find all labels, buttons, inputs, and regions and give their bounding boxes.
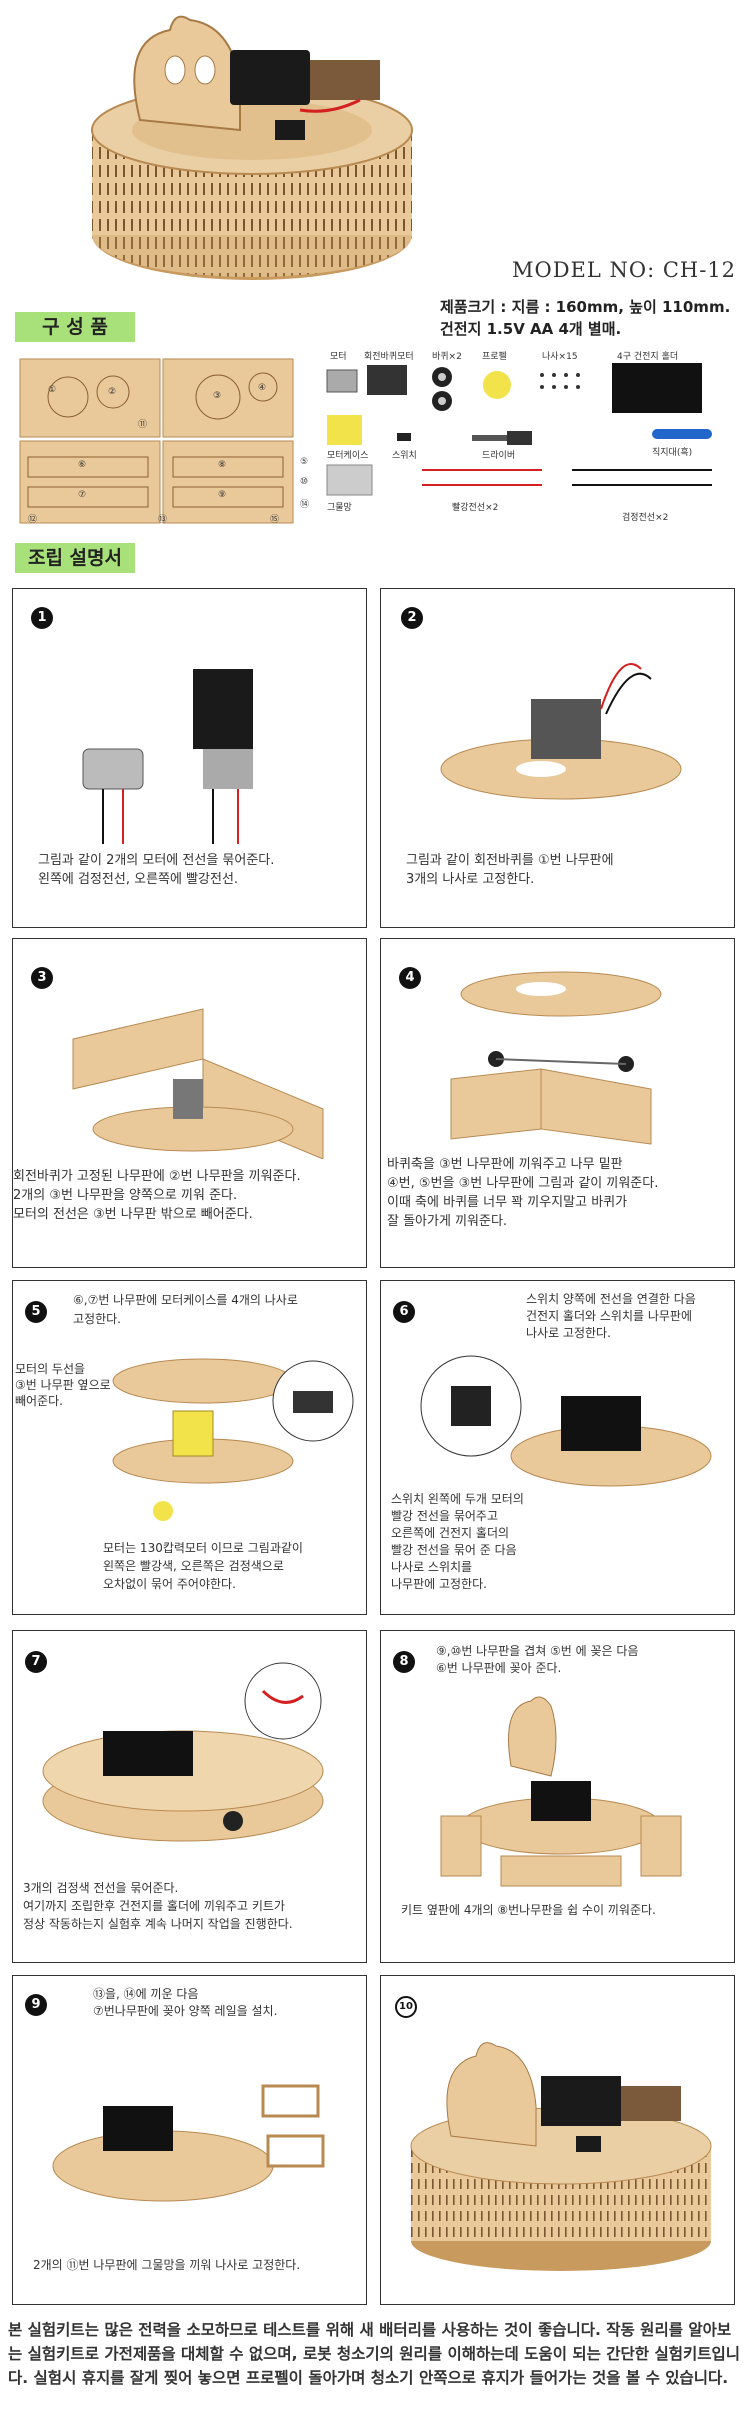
part-num: ⑩ <box>300 477 309 487</box>
step-9-top-text: ⑬을, ⑭에 끼운 다음 ⑦번나무판에 꽂아 양쪽 레일을 설치. <box>93 1987 278 2018</box>
part-num: ① <box>48 385 57 395</box>
step-9-text: 2개의 ⑪번 나무판에 그물망을 끼워 나사로 고정한다. <box>33 2258 301 2272</box>
part-num: ③ <box>213 391 222 401</box>
part-num: ⑭ <box>300 500 310 510</box>
step-5-panel: 5 ⑥,⑦번 나무판에 모터케이스를 4개의 나사로 고정한다. 모터의 두선을… <box>12 1280 367 1615</box>
step-1-illustration <box>82 669 253 844</box>
step-3-text: 회전바퀴가 고정된 나무판에 ②번 나무판을 끼워준다. 2개의 ③번 나무판을… <box>13 1169 301 1222</box>
label-screwdriver: 드라이버 <box>482 451 516 461</box>
step-10-panel: 10 <box>380 1975 735 2305</box>
step-1-text: 그림과 같이 2개의 모터에 전선을 묶어준다. 왼쪽에 검정전선, 오른쪽에 … <box>38 853 275 887</box>
step-6-number: 6 <box>393 1301 415 1323</box>
product-size-spec: 제품크기 : 지름 : 160mm, 높이 110mm. <box>440 298 731 316</box>
footer-note: 본 실험키트는 많은 전력을 소모하므로 테스트를 위해 새 배터리를 사용하는… <box>8 2321 741 2387</box>
wood-parts-boards: ① ② ③ ④ ⑤ ⑥ ⑦ ⑧ ⑨ ⑩ ⑪ ⑫ ⑬ ⑭ ⑮ <box>18 357 316 529</box>
step-5-side-text: 모터의 두선을 ③번 나무판 옆으로 빼어준다. <box>15 1362 111 1408</box>
step-7-number: 7 <box>25 1651 47 1673</box>
step-2-text: 그림과 같이 회전바퀴를 ①번 나무판에 3개의 나사로 고정한다. <box>406 853 614 887</box>
label-switch: 스위치 <box>392 451 417 461</box>
part-num: ⑦ <box>78 490 87 500</box>
step-9-number: 9 <box>25 1994 47 2016</box>
label-propeller: 프로펠 <box>482 352 507 362</box>
step-4-illustration <box>450 971 662 1145</box>
step-8-top-text: ⑨,⑩번 나무판을 겹쳐 ⑤번 에 꽂은 다음 ⑥번 나무판에 꽂아 준다. <box>436 1644 639 1675</box>
product-hero-image <box>80 0 425 285</box>
step-3-panel: 3 회전바퀴가 고정된 나무판에 ②번 나무판을 끼워준다. 2개의 ③번 나무… <box>12 938 367 1268</box>
step-6-panel: 6 스위치 양쪽에 전선을 연결한 다음 건전지 홀더와 스위치를 나무판에 나… <box>380 1280 735 1615</box>
step-2-illustration <box>440 663 682 800</box>
model-number: MODEL NO: CH-12 <box>512 258 737 282</box>
step-2-panel: 2 그림과 같이 회전바퀴를 ①번 나무판에 3개의 나사로 고정한다. <box>380 588 735 928</box>
part-num: ⑪ <box>138 420 148 430</box>
part-num: ⑧ <box>218 460 227 470</box>
step-9-panel: 9 ⑬을, ⑭에 끼운 다음 ⑦번나무판에 꽂아 양쪽 레일을 설치. 2개의 … <box>12 1975 367 2305</box>
step-1-panel: 1 그림과 같이 2개의 모터에 전선을 묶어준다. 왼쪽에 검정전선, 오른쪽… <box>12 588 367 928</box>
step-6-text: 스위치 왼쪽에 두개 모터의 빨강 전선을 묶어주고 오른쪽에 건전지 홀더의 … <box>391 1492 524 1591</box>
components-accessories: 모터 회전바퀴모터 바퀴×2 프로펠 나사×15 4구 건전지 홀더 모터케이스… <box>322 345 727 535</box>
step-4-panel: 4 바퀴축을 ③번 나무판에 끼워주고 나무 밑판 ④번, ⑤번을 ③번 나무판… <box>380 938 735 1268</box>
part-num: ⑤ <box>300 457 309 467</box>
step-10-illustration <box>410 2042 712 2271</box>
part-num: ④ <box>258 383 267 393</box>
label-black-wires: 검정전선×2 <box>622 513 669 523</box>
step-7-panel: 7 3개의 검정색 전선을 묶어준다. 여기까지 조립한후 건전지를 홀더에 끼… <box>12 1630 367 1963</box>
step-9-illustration <box>52 2084 325 2202</box>
label-battery-holder: 4구 건전지 홀더 <box>617 352 679 362</box>
part-num: ⑥ <box>78 460 87 470</box>
label-cable-tie: 직지대(흑) <box>652 448 693 458</box>
step-8-number: 8 <box>393 1651 415 1673</box>
step-4-text: 바퀴축을 ③번 나무판에 끼워주고 나무 밑판 ④번, ⑤번을 ③번 나무판에 … <box>387 1157 659 1229</box>
label-gear-motor: 회전바퀴모터 <box>364 352 414 362</box>
label-screws: 나사×15 <box>542 352 578 362</box>
step-3-illustration <box>72 1008 324 1159</box>
components-title: 구 성 품 <box>15 312 135 342</box>
step-6-top-text: 스위치 양쪽에 전선을 연결한 다음 건전지 홀더와 스위치를 나무판에 나사로… <box>526 1292 696 1340</box>
step-7-text: 3개의 검정색 전선을 묶어준다. 여기까지 조립한후 건전지를 홀더에 끼워주… <box>23 1881 293 1931</box>
step-5-text: 모터는 130캅력모터 이므로 그림과같이 왼쪽은 빨강색, 오른쪽은 검정색으… <box>103 1541 303 1591</box>
step-4-number: 4 <box>399 967 421 989</box>
label-motor: 모터 <box>330 352 347 362</box>
step-5-number: 5 <box>25 1301 47 1323</box>
step-10-number: 10 <box>395 1996 417 2018</box>
step-5-illustration <box>112 1358 354 1521</box>
part-num: ⑫ <box>28 515 38 525</box>
step-3-number: 3 <box>31 967 53 989</box>
label-motor-case: 모터케이스 <box>327 451 369 461</box>
step-8-illustration <box>440 1696 682 1887</box>
part-num: ⑬ <box>158 515 168 525</box>
label-wheels: 바퀴×2 <box>432 352 462 362</box>
step-8-panel: 8 ⑨,⑩번 나무판을 겹쳐 ⑤번 에 꽂은 다음 ⑥번 나무판에 꽂아 준다.… <box>380 1630 735 1963</box>
battery-spec: 건전지 1.5V AA 4개 별매. <box>440 320 622 338</box>
step-6-illustration <box>420 1355 712 1487</box>
step-5-top-text: ⑥,⑦번 나무판에 모터케이스를 4개의 나사로 고정한다. <box>73 1293 298 1326</box>
part-num: ② <box>108 387 117 397</box>
label-mesh: 그물망 <box>327 503 352 513</box>
step-2-number: 2 <box>401 607 423 629</box>
step-1-number: 1 <box>31 607 53 629</box>
assembly-title: 조립 설명서 <box>15 543 135 573</box>
step-7-illustration <box>42 1662 324 1842</box>
label-red-wires: 빨강전선×2 <box>452 503 499 513</box>
step-8-text: 키트 옆판에 4개의 ⑧번나무판을 쉽 수이 끼워준다. <box>401 1903 656 1917</box>
part-num: ⑨ <box>218 490 227 500</box>
part-num: ⑮ <box>270 515 280 525</box>
